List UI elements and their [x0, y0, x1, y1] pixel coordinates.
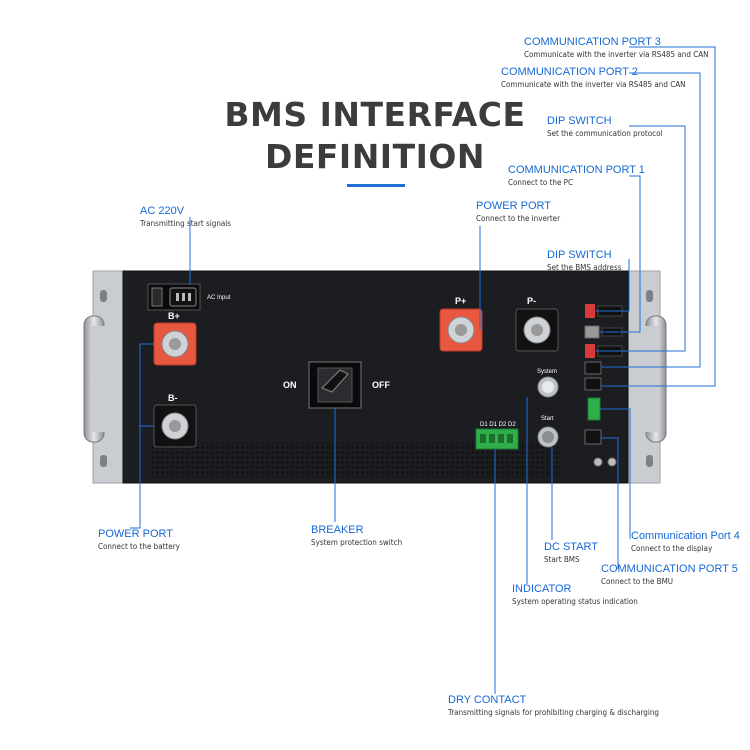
title-underline [347, 184, 405, 187]
callout-dip-switch-address: DIP SWITCH Set the BMS address [547, 249, 621, 273]
pc-port [584, 325, 600, 339]
comm-port-2-socket [584, 361, 602, 375]
b-plus-label: B+ [168, 311, 180, 321]
leader-lines [130, 46, 716, 694]
callout-dc-start: DC START Start BMS [544, 541, 598, 565]
callout-desc: Connect to the inverter [476, 214, 561, 223]
callout-title: COMMUNICATION PORT 5 [601, 563, 738, 575]
callout-title: Communication Port 4 [631, 530, 740, 542]
callout-comm-port-1: COMMUNICATION PORT 1 Connect to the PC [508, 164, 645, 188]
callout-indicator: INDICATOR System operating status indica… [512, 583, 638, 607]
system-indicator [537, 376, 559, 398]
callout-comm-port-5: COMMUNICATION PORT 5 Connect to the BMU [601, 563, 738, 587]
callout-comm-port-4: Communication Port 4 Connect to the disp… [631, 530, 740, 554]
breaker-off-label: OFF [372, 380, 390, 390]
ac-input-socket [147, 283, 201, 311]
start-button[interactable] [537, 426, 559, 448]
dry-contact-connector [475, 428, 519, 450]
left-bracket [92, 270, 126, 484]
callout-power-port-battery: POWER PORT Connect to the battery [98, 528, 180, 552]
callout-title: COMMUNICATION PORT 3 [524, 36, 661, 48]
callout-desc: System protection switch [311, 538, 403, 547]
callout-ac-220v: AC 220V Transmitting start signals [140, 205, 231, 229]
p-minus-terminal [515, 308, 559, 352]
callout-desc: Connect to the battery [98, 542, 180, 551]
callout-title: AC 220V [140, 205, 185, 217]
callout-title: DRY CONTACT [448, 694, 527, 706]
callout-desc: Set the BMS address [547, 263, 622, 272]
ac-input-label: AC Input [207, 295, 231, 301]
callout-title: POWER PORT [98, 528, 173, 540]
callout-desc: Connect to the PC [508, 178, 574, 187]
callout-dry-contact: DRY CONTACT Transmitting signals for pro… [448, 694, 659, 718]
left-handle [83, 315, 106, 443]
callout-desc: Connect to the display [631, 544, 713, 553]
callout-title: DC START [544, 541, 598, 553]
b-plus-terminal [153, 322, 197, 366]
comm-port-5-socket [584, 429, 602, 445]
callout-desc: Communicate with the inverter via RS485 … [524, 50, 709, 59]
callout-dip-switch-protocol: DIP SWITCH Set the communication protoco… [547, 115, 662, 139]
callout-power-port-inverter: POWER PORT Connect to the inverter [476, 200, 560, 224]
callout-title: DIP SWITCH [547, 115, 612, 127]
callout-title: POWER PORT [476, 200, 551, 212]
p-minus-label: P- [527, 296, 536, 306]
comm-port-3-socket [584, 377, 602, 391]
dip-switch-address-block [585, 304, 595, 318]
callout-title: COMMUNICATION PORT 2 [501, 66, 638, 78]
b-minus-label: B- [168, 393, 178, 403]
breaker-switch[interactable] [308, 361, 362, 409]
dip-switch-protocol-block [585, 344, 595, 358]
callout-title: COMMUNICATION PORT 1 [508, 164, 645, 176]
callout-desc: Communicate with the inverter via RS485 … [501, 80, 686, 89]
callout-desc: Transmitting start signals [140, 219, 232, 228]
callout-comm-port-3: COMMUNICATION PORT 3 Communicate with th… [524, 36, 709, 60]
callout-desc: Connect to the BMU [601, 577, 674, 586]
callout-desc: Transmitting signals for prohibiting cha… [448, 708, 659, 717]
title-line-1: BMS INTERFACE [224, 95, 526, 134]
callout-desc: Set the communication protocol [547, 129, 663, 138]
start-label: Start [541, 416, 554, 422]
p-plus-terminal [439, 308, 483, 352]
right-handle [644, 315, 667, 443]
callout-comm-port-2: COMMUNICATION PORT 2 Communicate with th… [501, 66, 686, 90]
callout-desc: System operating status indication [512, 597, 638, 606]
callout-title: INDICATOR [512, 583, 572, 595]
callout-breaker: BREAKER System protection switch [311, 524, 402, 548]
comm-port-4-socket [587, 397, 601, 421]
title-line-2: DEFINITION [264, 137, 486, 176]
callout-title: BREAKER [311, 524, 364, 536]
callout-title: DIP SWITCH [547, 249, 612, 261]
system-label: System [537, 369, 557, 375]
dry-contact-pin-labels: D1 D1 D2 D2 [480, 422, 516, 428]
p-plus-label: P+ [455, 296, 466, 306]
breaker-on-label: ON [283, 380, 297, 390]
callout-desc: Start BMS [544, 555, 580, 564]
b-minus-terminal [153, 404, 197, 448]
